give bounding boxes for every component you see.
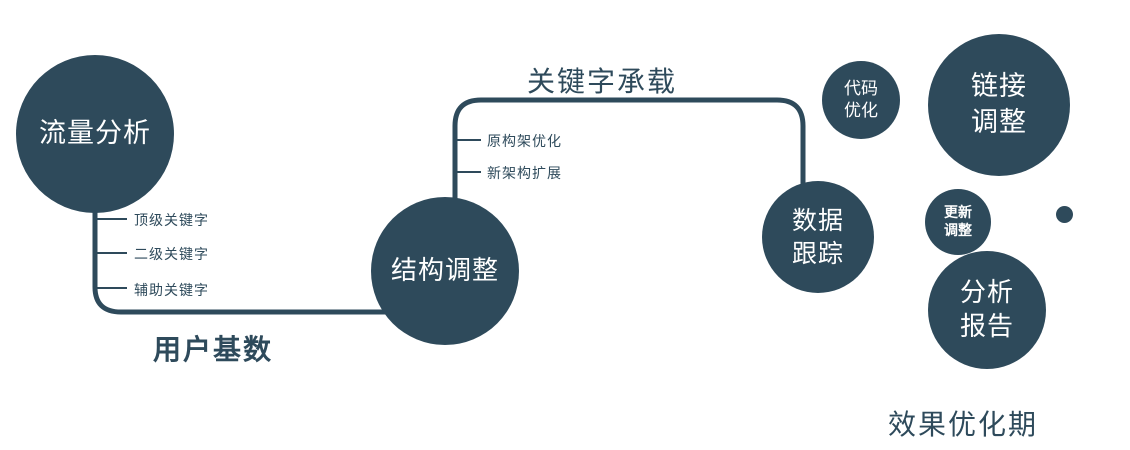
branch-label-second-keyword: 二级关键字: [134, 247, 209, 263]
node-label-line: 调整: [971, 107, 1027, 138]
node-label-line: 调整: [944, 223, 972, 239]
node-label-line: 优化: [844, 101, 878, 121]
branch-label-orig-architecture: 原构架优化: [487, 134, 562, 150]
node-link-adjustment: 链接 调整: [928, 34, 1070, 176]
node-label: 结构调整: [390, 255, 499, 286]
node-label: 流量分析: [39, 118, 151, 150]
node-analysis-report: 分析 报告: [928, 251, 1046, 369]
node-label-line: 代码: [844, 78, 878, 99]
node-label-line: 更新: [944, 204, 972, 221]
edge-label-user-base: 用户基数: [153, 333, 274, 366]
node-update-adjustment: 更新 调整: [925, 189, 991, 255]
edge-label-keyword-bearing: 关键字承载: [527, 65, 678, 98]
node-structure-adjust: 结构调整: [371, 197, 519, 345]
node-label-line: 链接: [971, 71, 1027, 103]
node-label-line: 跟踪: [791, 239, 844, 268]
node-traffic-analysis: 流量分析: [16, 55, 174, 213]
label-effect-optimization-period: 效果优化期: [888, 408, 1039, 441]
branch-label-aux-keyword: 辅助关键字: [134, 283, 209, 299]
node-data-tracking: 数据 跟踪: [762, 181, 874, 293]
node-label-line: 分析: [959, 277, 1014, 308]
connector-structure-to-data: [452, 97, 806, 200]
node-label-line: 数据: [791, 206, 844, 235]
branch-label-new-architecture: 新架构扩展: [487, 166, 562, 182]
branch-label-top-keyword: 顶级关键字: [134, 213, 209, 229]
node-code-optimization: 代码 优化: [822, 61, 900, 139]
node-label-line: 报告: [959, 312, 1014, 342]
bullet-dot: [1056, 206, 1073, 223]
